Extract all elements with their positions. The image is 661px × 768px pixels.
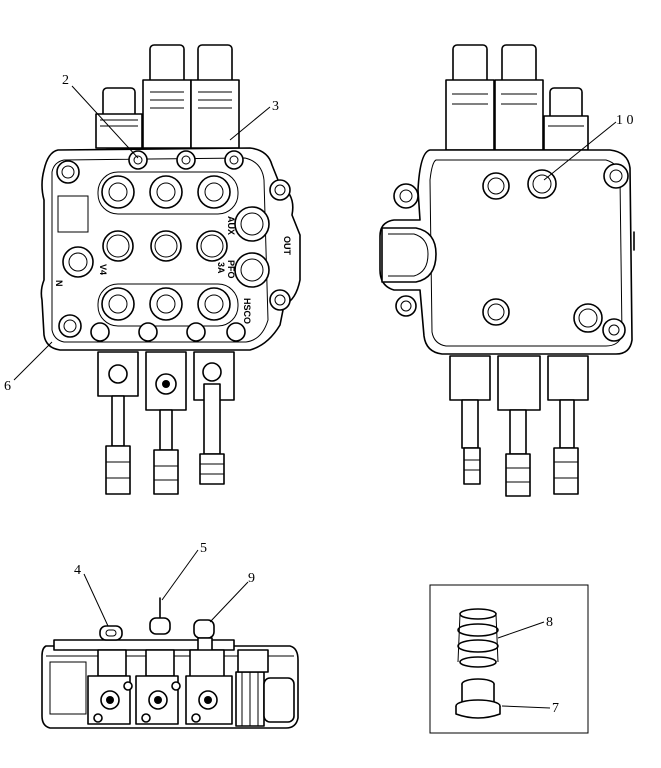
bottom-view-valve-block <box>41 597 299 729</box>
marking-aux: AUX <box>226 216 236 235</box>
end-cap <box>381 227 437 283</box>
front-view-valve-block: OUT AUX PFO 3A HSCO V4 N <box>40 44 301 495</box>
lever-pin-5 <box>145 597 175 677</box>
port-aux <box>234 206 270 242</box>
port-row-upper <box>97 171 239 215</box>
side-view-valve-block <box>379 44 635 497</box>
callout-4: 4 <box>74 563 81 578</box>
marking-v4: V4 <box>98 264 108 275</box>
side-solenoid-1 <box>445 44 495 151</box>
port-row-lower <box>97 283 239 327</box>
lever-handle-4 <box>97 625 127 677</box>
marking-n: N <box>54 280 64 287</box>
lever-connector-9 <box>189 619 225 681</box>
side-solenoid-2 <box>494 44 544 151</box>
marking-hsco: HSCO <box>242 298 252 324</box>
port-row-middle <box>102 230 228 262</box>
bottom-actuator-right <box>193 351 235 485</box>
side-bottom-module-3 <box>547 355 589 495</box>
callout-9: 9 <box>248 571 255 586</box>
hex-cap-row-bottom <box>90 322 246 342</box>
side-port-v4 <box>62 246 94 278</box>
leader-lines <box>13 85 617 709</box>
callout-2: 2 <box>62 73 69 88</box>
side-bottom-module-2 <box>497 355 541 497</box>
solenoid-coil-left <box>95 87 143 149</box>
side-bottom-module-1 <box>449 355 491 485</box>
bottom-actuator-middle <box>145 351 187 495</box>
callout-7: 7 <box>552 701 559 716</box>
solenoid-coil-right <box>190 44 240 149</box>
callout-5: 5 <box>200 541 207 556</box>
mounting-bolt <box>56 160 291 338</box>
plunger-7 <box>455 678 501 719</box>
callout-8: 8 <box>546 615 553 630</box>
marking-pfo-sub: 3A <box>216 262 226 274</box>
callout-3: 3 <box>272 99 279 114</box>
plug-port-10 <box>527 169 557 199</box>
bottom-actuator-left <box>97 351 139 495</box>
callout-10: 1 0 <box>616 113 634 128</box>
hex-cap-row-top <box>128 150 244 170</box>
marking-pfo: PFO <box>226 260 236 279</box>
spring-8 <box>457 608 499 668</box>
solenoid-coil-middle <box>142 44 192 149</box>
marking-out: OUT <box>282 236 292 256</box>
callout-6: 6 <box>4 379 11 394</box>
side-solenoid-3 <box>543 87 589 151</box>
detail-box-spring-plunger <box>429 584 589 734</box>
port-pfo <box>234 252 270 288</box>
